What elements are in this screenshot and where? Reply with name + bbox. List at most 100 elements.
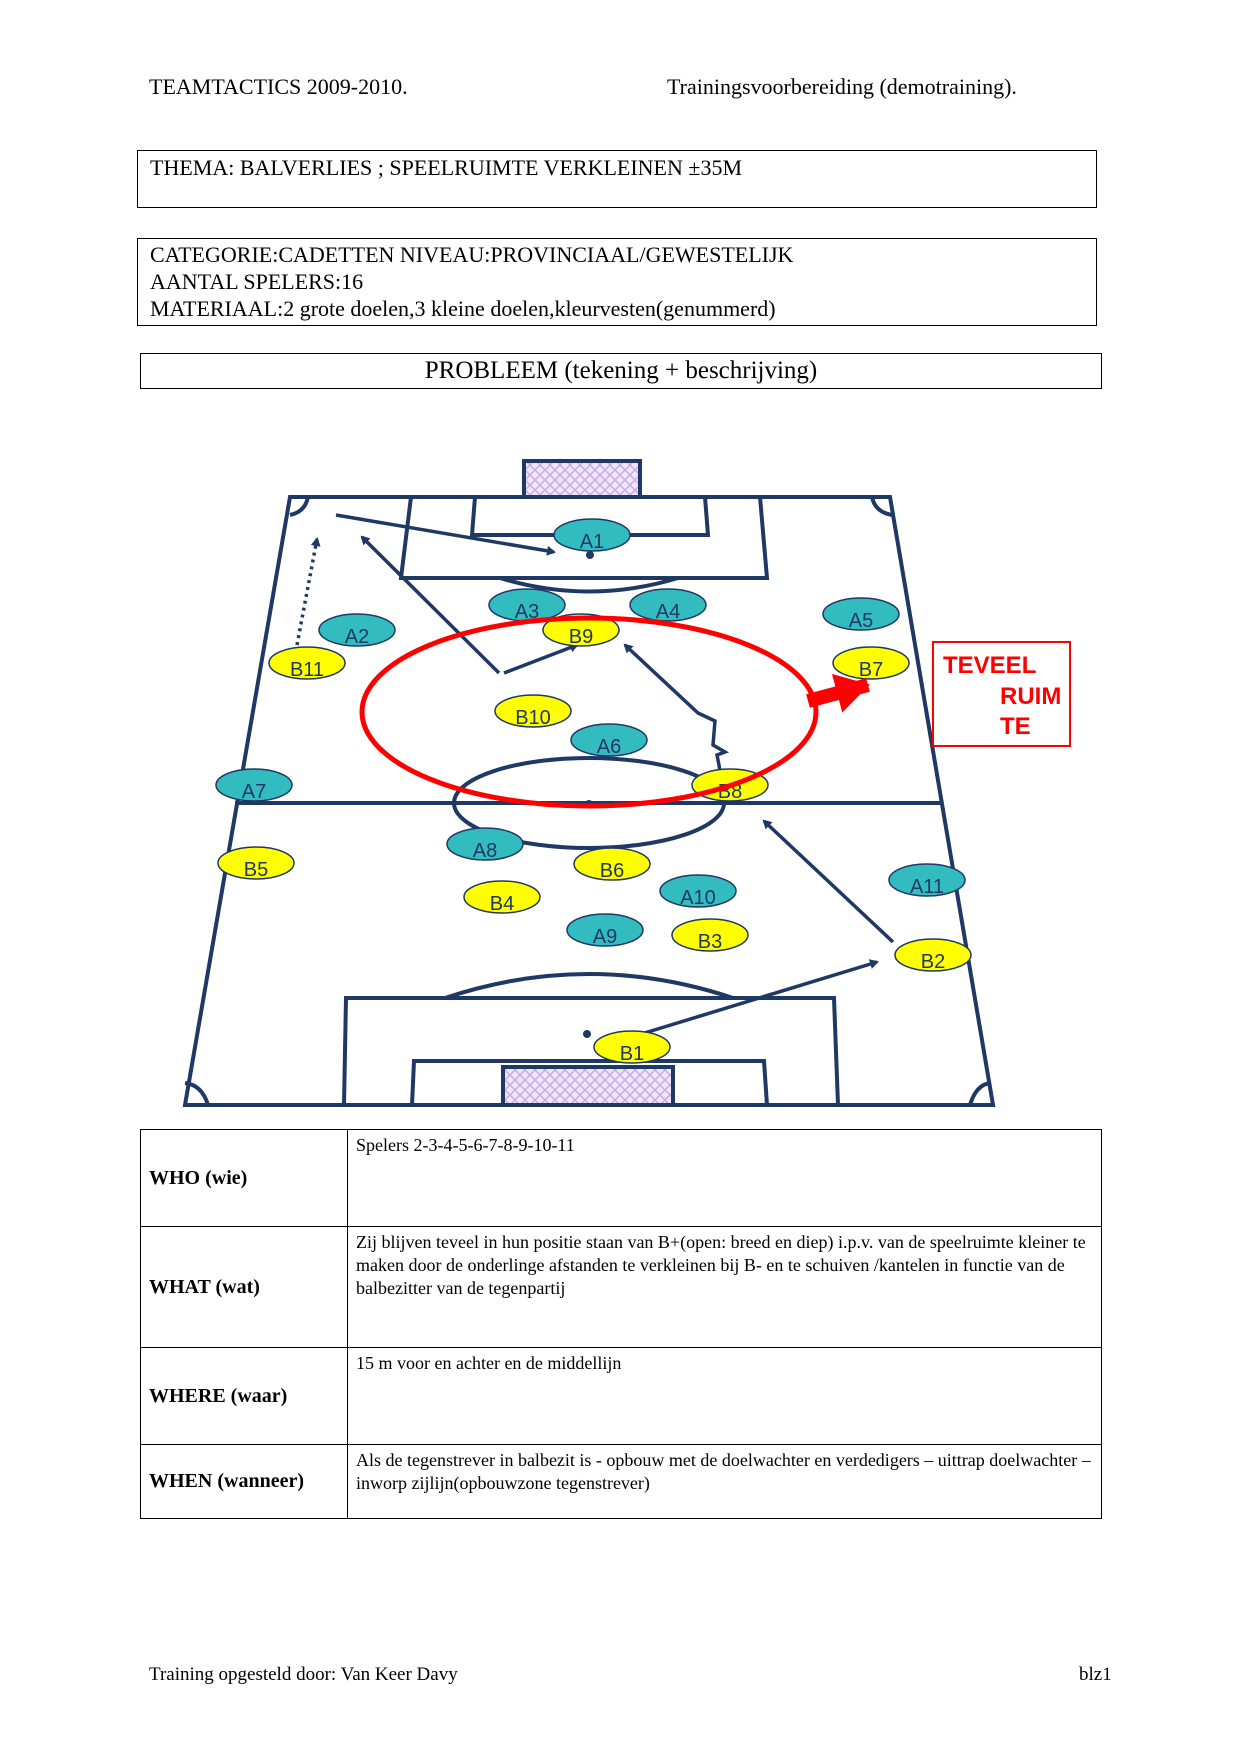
row-label: WHAT (wat) — [140, 1226, 348, 1348]
top-penalty-spot — [586, 551, 594, 559]
arrow-b11 — [295, 537, 321, 646]
row-value: Als de tegenstrever in balbezit is - opb… — [347, 1444, 1102, 1519]
player-label: B3 — [698, 931, 722, 953]
player-marker — [446, 827, 524, 861]
table-row: WHO (wie) Spelers 2-3-4-5-6-7-8-9-10-11 — [140, 1129, 1102, 1227]
row-label: WHERE (waar) — [140, 1347, 348, 1445]
player-token-b7: B7 — [832, 646, 910, 681]
player-token-a6: A6 — [570, 723, 648, 758]
player-label: A11 — [910, 876, 944, 898]
row-value: 15 m voor en achter en de middellijn — [347, 1347, 1102, 1445]
player-marker — [553, 518, 631, 552]
bottom-penalty-spot — [583, 1030, 591, 1038]
player-label: B2 — [921, 951, 945, 973]
footer-author: Training opgesteld door: Van Keer Davy — [149, 1664, 458, 1685]
arrow-b10 — [360, 535, 501, 675]
player-token-a9: A9 — [566, 913, 644, 948]
theme-text: THEMA: BALVERLIES ; SPEELRUIMTE VERKLEIN… — [150, 155, 743, 180]
bottom-goal — [501, 1065, 675, 1107]
top-goal — [522, 459, 642, 499]
centre-circle — [452, 756, 726, 850]
problem-zone-ellipse — [359, 615, 819, 809]
theme-box: THEMA: BALVERLIES ; SPEELRUIMTE VERKLEIN… — [137, 150, 1097, 208]
callout-box — [932, 641, 1071, 747]
player-token-b1: B1 — [593, 1030, 671, 1065]
player-label: A10 — [680, 887, 716, 909]
player-label: B7 — [859, 659, 883, 681]
player-label: B11 — [290, 659, 324, 681]
player-token-b5: B5 — [217, 846, 295, 881]
player-token-a8: A8 — [446, 827, 524, 862]
bottom-penalty-area — [342, 996, 840, 1106]
player-marker — [593, 1030, 671, 1064]
player-marker — [494, 694, 572, 728]
footer-page-number: blz1 — [1079, 1664, 1112, 1685]
row-label: WHO (wie) — [140, 1129, 348, 1227]
row-value: Zij blijven teveel in hun positie staan … — [347, 1226, 1102, 1348]
arrow-b9 — [503, 642, 579, 675]
row-label: WHEN (wanneer) — [140, 1444, 348, 1519]
corner-arc-bl — [184, 1081, 210, 1106]
player-token-a11: A11 — [888, 863, 966, 898]
player-token-a5: A5 — [822, 597, 900, 632]
table-row: WHEN (wanneer) Als de tegenstrever in ba… — [140, 1444, 1102, 1519]
player-marker — [888, 863, 966, 897]
material-line: MATERIAAL:2 grote doelen,3 kleine doelen… — [150, 296, 776, 321]
player-label: A6 — [597, 736, 621, 758]
bottom-penalty-arc — [444, 972, 734, 1000]
player-label: B5 — [244, 859, 268, 881]
player-marker — [671, 918, 749, 952]
row-value: Spelers 2-3-4-5-6-7-8-9-10-11 — [347, 1129, 1102, 1227]
callout-line-3: TE — [1000, 713, 1031, 740]
arrow-b3 — [762, 819, 895, 944]
player-marker — [566, 913, 644, 947]
player-token-b3: B3 — [671, 918, 749, 953]
player-label: A1 — [580, 531, 604, 553]
arrow-a1 — [335, 513, 556, 556]
player-marker — [463, 880, 541, 914]
player-marker — [894, 938, 972, 972]
player-label: A4 — [656, 601, 680, 623]
header-right: Trainingsvoorbereiding (demotraining). — [667, 74, 1017, 99]
corner-arc-tl — [289, 496, 310, 517]
players-count-line: AANTAL SPELERS:16 — [150, 269, 364, 294]
player-marker — [318, 613, 396, 647]
player-marker — [659, 874, 737, 908]
info-table: WHO (wie) Spelers 2-3-4-5-6-7-8-9-10-11 … — [140, 1129, 1102, 1519]
callout-line-1: TEVEEL — [943, 652, 1036, 679]
player-label: A7 — [242, 781, 266, 803]
category-box: CATEGORIE:CADETTEN NIVEAU:PROVINCIAAL/GE… — [137, 238, 1097, 326]
player-label: A5 — [849, 610, 873, 632]
player-label: A9 — [593, 926, 617, 948]
player-token-b11: B11 — [268, 646, 346, 681]
player-marker — [832, 646, 910, 680]
table-row: WHERE (waar) 15 m voor en achter en de m… — [140, 1347, 1102, 1445]
player-label: A3 — [515, 601, 539, 623]
player-label: B4 — [490, 893, 514, 915]
bottom-goal-area — [410, 1059, 769, 1106]
player-token-b4: B4 — [463, 880, 541, 915]
table-row: WHAT (wat) Zij blijven teveel in hun pos… — [140, 1226, 1102, 1348]
player-token-b9: B9 — [542, 613, 620, 648]
player-label: B6 — [600, 860, 624, 882]
problem-title-box: PROBLEEM (tekening + beschrijving) — [140, 353, 1102, 389]
player-marker — [629, 588, 707, 622]
player-token-a10: A10 — [659, 874, 737, 909]
player-token-b10: B10 — [494, 694, 572, 729]
category-line: CATEGORIE:CADETTEN NIVEAU:PROVINCIAAL/GE… — [150, 242, 794, 267]
corner-arc-tr — [870, 496, 893, 517]
player-label: B10 — [515, 707, 551, 729]
player-label: B9 — [569, 626, 593, 648]
callout-line-2: RUIM — [1000, 683, 1061, 710]
player-token-b2: B2 — [894, 938, 972, 973]
player-token-a1: A1 — [553, 518, 631, 553]
player-marker — [570, 723, 648, 757]
corner-arc-br — [968, 1081, 991, 1106]
pitch-outline — [182, 495, 996, 1107]
player-token-a2: A2 — [318, 613, 396, 648]
header-left: TEAMTACTICS 2009-2010. — [149, 74, 408, 99]
player-label: B1 — [620, 1043, 644, 1065]
player-marker — [268, 646, 346, 680]
